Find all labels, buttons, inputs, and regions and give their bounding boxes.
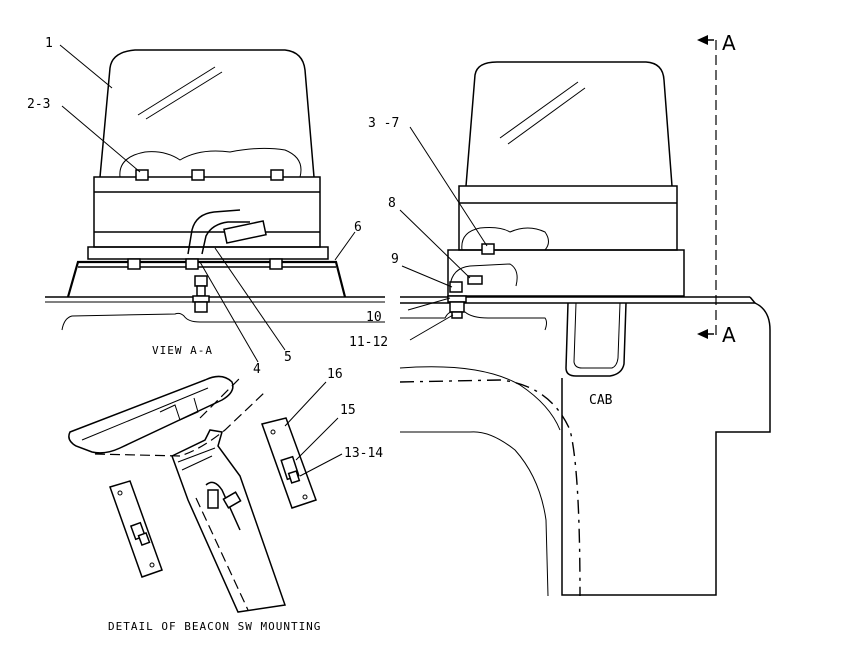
callout-1: 1 — [45, 36, 53, 51]
detail-caption: DETAIL OF BEACON SW MOUNTING — [108, 620, 321, 633]
callout-3-7: 3 -7 — [368, 116, 399, 131]
callout-2-3: 2-3 — [27, 97, 50, 112]
callout-8: 8 — [388, 196, 396, 211]
switch-plate-left — [109, 480, 163, 578]
switch-bracket — [171, 429, 287, 613]
section-mark-top: A — [722, 31, 736, 55]
switch-plate-right — [261, 417, 317, 509]
callout-4: 4 — [253, 362, 261, 377]
center-fastener-left — [192, 275, 210, 313]
callout-16: 16 — [327, 367, 343, 382]
view-a-a: 1 2-3 4 5 6 VIEW A-A — [27, 36, 385, 377]
cab-label: CAB — [589, 393, 613, 408]
beacon-dome-right — [465, 61, 673, 187]
callout-13-14: 13-14 — [344, 446, 383, 461]
view-a-a-caption: VIEW A-A — [152, 344, 213, 357]
callout-9: 9 — [391, 252, 399, 267]
beacon-dome-left — [99, 49, 315, 178]
callout-11-12: 11-12 — [349, 335, 388, 350]
cab-body — [565, 302, 627, 377]
bolt-group-top-left — [135, 169, 284, 181]
callout-10: 10 — [366, 310, 382, 325]
side-view: A A 3 -7 8 9 10 11-12 CAB — [349, 31, 771, 597]
beacon-base-right — [458, 185, 678, 251]
callout-6: 6 — [354, 220, 362, 235]
switch-mounting-detail: 16 15 13-14 DETAIL OF BEACON SW MOUNTING — [68, 367, 383, 633]
section-mark-bottom: A — [722, 323, 736, 347]
dash-panel — [68, 375, 234, 454]
mounting-bracket-left — [66, 260, 347, 298]
callout-5: 5 — [284, 350, 292, 365]
callout-15: 15 — [340, 403, 356, 418]
beacon-base-left — [93, 176, 321, 248]
fastener-stack-right — [447, 281, 467, 319]
